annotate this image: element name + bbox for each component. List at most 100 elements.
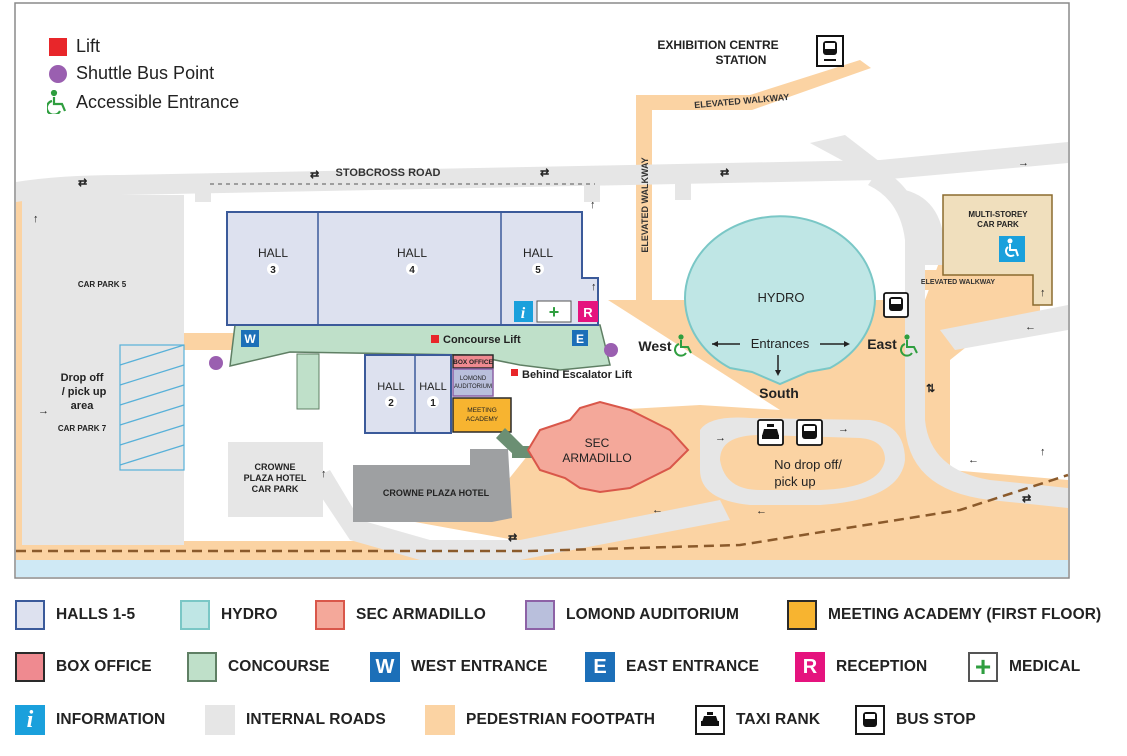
svg-text:←: ←: [968, 454, 979, 466]
svg-text:↑: ↑: [33, 213, 39, 225]
svg-text:⇅: ⇅: [926, 383, 935, 395]
crowne-plaza-building: [353, 449, 512, 522]
box-office-label: BOX OFFICE: [453, 359, 493, 366]
boundary-dashed-line: [16, 473, 1069, 553]
key-label: MEETING ACADEMY (FIRST FLOOR): [828, 606, 1102, 623]
key-swatch: [15, 652, 45, 682]
train-icon: [816, 35, 844, 67]
key-item-box-office: BOX OFFICE: [15, 652, 152, 682]
key-swatch: [695, 705, 725, 735]
key-item-medical: + MEDICAL: [968, 651, 1081, 682]
legend-accessible-label: Accessible Entrance: [76, 91, 240, 112]
crowne-hotel-label: CROWNE PLAZA HOTEL: [383, 488, 490, 498]
svg-text:E: E: [576, 332, 584, 346]
key-item-lomond-auditorium: LOMOND AUDITORIUM: [525, 600, 739, 630]
hall-5-label: HALL: [523, 246, 553, 260]
hydro-label: HYDRO: [758, 290, 805, 305]
svg-text:⇄: ⇄: [1022, 493, 1031, 505]
svg-text:↑: ↑: [1040, 287, 1046, 299]
river-strip: [16, 560, 1068, 577]
svg-text:+: +: [549, 302, 560, 322]
hall-2-label: HALL: [377, 381, 405, 393]
svg-text:→: →: [1018, 157, 1029, 169]
key-swatch: [187, 652, 217, 682]
meeting-label-1: MEETING: [467, 407, 497, 414]
crowne-car-park-label-2: PLAZA HOTEL: [244, 473, 307, 483]
shuttle-point-west: [209, 356, 223, 370]
car-park-5-label: CAR PARK 5: [78, 280, 127, 289]
key-swatch: W: [370, 652, 400, 682]
key-item-halls-1-5: HALLS 1-5: [15, 600, 135, 630]
key-item-hydro: HYDRO: [180, 600, 277, 630]
svg-text:←: ←: [652, 504, 663, 516]
key-label: HYDRO: [221, 606, 278, 623]
key-swatch: [525, 600, 555, 630]
legend-accessible: Accessible Entrance: [46, 90, 239, 114]
multi-storey-label-1: MULTI-STOREY: [968, 210, 1028, 219]
east-entrance-marker: [572, 330, 588, 346]
svg-text:R: R: [583, 305, 593, 320]
svg-text:⇄: ⇄: [508, 532, 517, 544]
hydro-building: [684, 215, 876, 386]
key-label: LOMOND AUDITORIUM: [566, 606, 740, 623]
hall-4-number: 4: [409, 265, 415, 276]
hall-3-number: 3: [270, 265, 276, 276]
bus-stop-icon-map: [796, 419, 823, 446]
behind-escalator-lift-label: Behind Escalator Lift: [522, 369, 632, 381]
armadillo-label-2: ARMADILLO: [562, 451, 631, 465]
no-drop-off-label-2: pick up: [774, 474, 815, 489]
key-label: MEDICAL: [1009, 658, 1081, 675]
key-swatch: [787, 600, 817, 630]
entrances-label: Entrances: [751, 336, 810, 351]
accessible-icon: [47, 90, 67, 114]
svg-text:←: ←: [756, 505, 767, 517]
svg-text:↑: ↑: [590, 199, 596, 211]
halls-1-2: [364, 354, 452, 434]
meeting-label-2: ACADEMY: [466, 416, 499, 423]
bus-icon: [863, 712, 877, 727]
key-label: BUS STOP: [896, 711, 976, 728]
accessible-icon-west: [674, 334, 692, 357]
hall-1-label: HALL: [419, 381, 447, 393]
sec-armadillo-building: [526, 400, 690, 494]
car-park-7-label: CAR PARK 7: [58, 424, 107, 433]
armadillo-label-1: SEC: [585, 436, 610, 450]
stobcross-road-label: STOBCROSS ROAD: [336, 167, 441, 179]
west-label: West: [638, 338, 672, 354]
key-item-internal-roads: INTERNAL ROADS: [205, 705, 386, 735]
key-swatch: [425, 705, 455, 735]
svg-text:⇄: ⇄: [310, 169, 319, 181]
key-label: RECEPTION: [836, 658, 928, 675]
svg-text:↑: ↑: [1040, 446, 1046, 458]
key-label: BOX OFFICE: [56, 658, 152, 675]
drop-off-label-1: Drop off: [61, 372, 104, 384]
internal-roads: [16, 135, 1068, 560]
reception-marker: [578, 301, 598, 322]
lift-icon: [49, 37, 67, 56]
medical-marker: [536, 300, 572, 323]
legend-shuttle: Shuttle Bus Point: [46, 63, 214, 84]
legend-lift: Lift: [46, 36, 100, 57]
svg-text:⇄: ⇄: [540, 167, 549, 179]
key-label: INFORMATION: [56, 711, 166, 728]
crowne-car-park-label-3: CAR PARK: [252, 484, 299, 494]
key-label: WEST ENTRANCE: [411, 658, 548, 675]
key-item-west-entrance: W WEST ENTRANCE: [370, 652, 548, 682]
key-item-bus-stop: BUS STOP: [855, 705, 976, 735]
exhibition-station-label-1: EXHIBITION CENTRE: [657, 38, 778, 52]
key-swatch: [15, 600, 45, 630]
medical-cross-icon: +: [968, 651, 998, 682]
accessible-icon-east: [900, 334, 918, 357]
concourse-area: [229, 324, 611, 371]
drop-off-label-2: / pick up: [62, 386, 107, 398]
taxi-rank-icon-map: [757, 419, 784, 446]
svg-text:⇄: ⇄: [720, 167, 729, 179]
accessible-icon-car-park: [999, 236, 1025, 262]
car-park-7-bays: [119, 344, 185, 471]
key-swatch: [180, 600, 210, 630]
key-swatch: [205, 705, 235, 735]
multi-storey-label-2: CAR PARK: [977, 220, 1019, 229]
crowne-car-park-label-1: CROWNE: [255, 462, 296, 472]
